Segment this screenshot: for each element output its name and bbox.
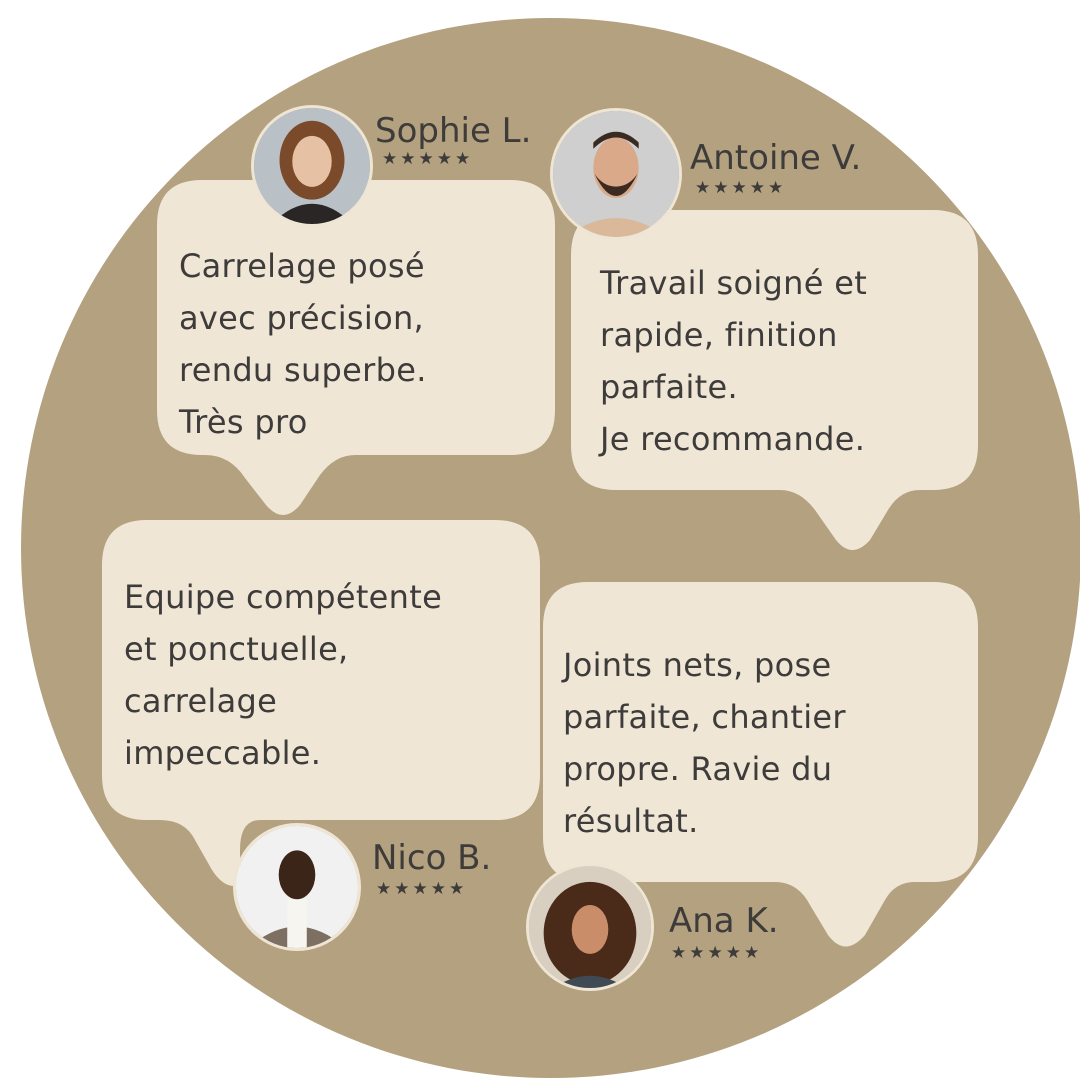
avatar-ana <box>526 863 654 991</box>
speech-bubble-3 <box>102 520 540 886</box>
avatar-nico <box>233 823 361 951</box>
speech-bubble-4 <box>543 582 978 947</box>
reviewer-name: Ana K. <box>669 901 779 941</box>
review-text: Carrelage posé avec précision, rendu sup… <box>179 247 427 441</box>
star-rating: ★★★★★ <box>382 149 474 169</box>
star-rating: ★★★★★ <box>695 178 787 198</box>
speech-bubble-1 <box>157 180 555 515</box>
reviewer-name: Sophie L. <box>375 111 532 151</box>
reviewer-name: Nico B. <box>372 838 492 878</box>
avatar-antoine <box>550 108 682 240</box>
star-rating: ★★★★★ <box>671 943 763 963</box>
speech-bubble-2 <box>571 210 978 550</box>
review-text: Equipe compétente et ponctuelle, carrela… <box>124 578 443 772</box>
avatar-sophie <box>251 105 373 227</box>
review-text: Joints nets, pose parfaite, chantier pro… <box>563 646 846 840</box>
review-text: Travail soigné et rapide, finition parfa… <box>600 264 868 458</box>
reviewer-name: Antoine V. <box>690 138 862 178</box>
star-rating: ★★★★★ <box>376 879 468 899</box>
